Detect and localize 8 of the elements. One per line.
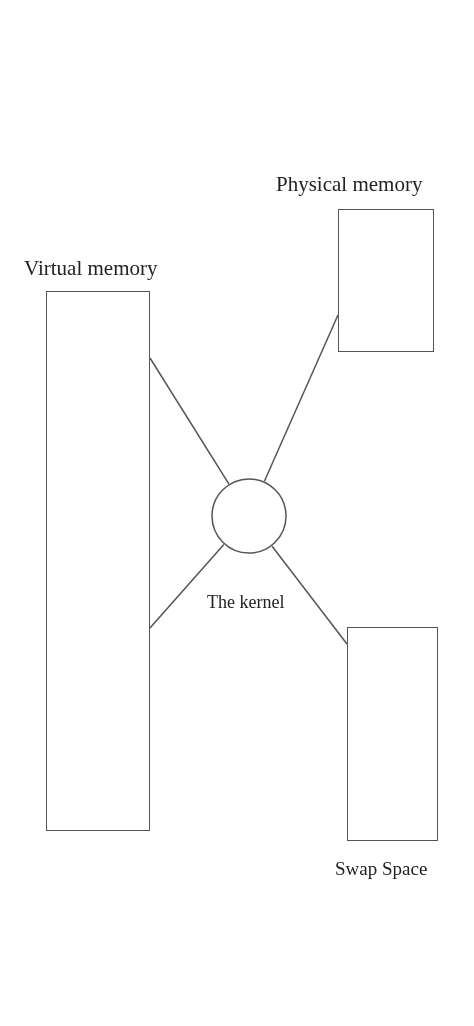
connector-line (149, 357, 230, 485)
node-title: Swap Space (335, 858, 428, 880)
connector-line (149, 543, 225, 629)
node-title: The kernel (207, 592, 285, 613)
connector-line (271, 545, 348, 645)
connector-line (263, 314, 339, 482)
node-title: Physical memory (276, 172, 423, 197)
node-title: Virtual memory (24, 256, 158, 281)
